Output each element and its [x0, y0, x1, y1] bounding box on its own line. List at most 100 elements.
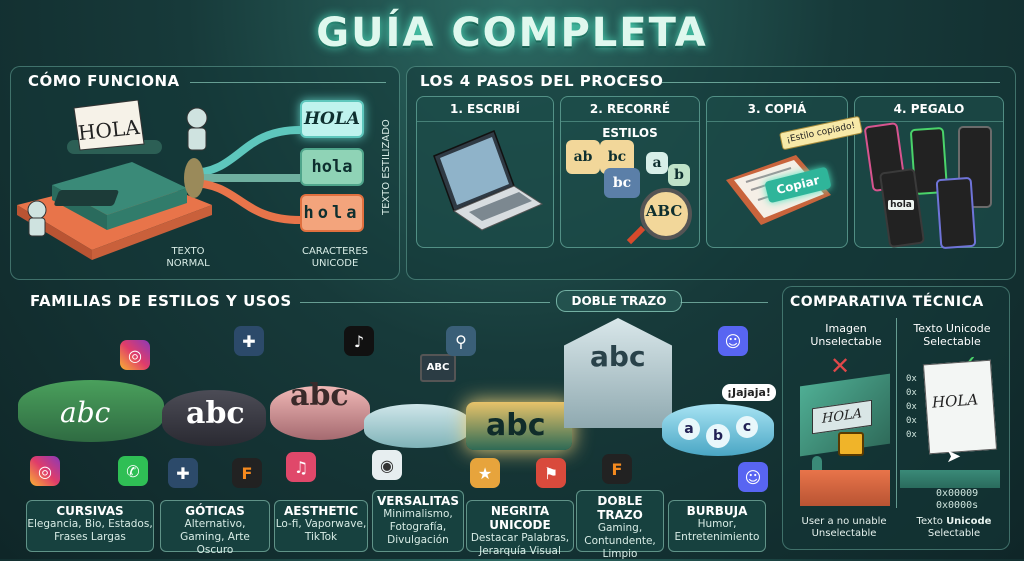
smallcaps-screen: ABC: [420, 354, 456, 382]
island-smallcaps: [364, 404, 470, 448]
family-desc: Elegancia, Bio, Estados, Frases Largas: [27, 518, 153, 543]
family-title: AESTHETIC: [283, 504, 358, 518]
microscope-icon: ⚲: [446, 326, 476, 356]
family-card-smallcaps: VERSALITAS Minimalismo, Fotografía, Divu…: [372, 490, 464, 552]
gamepad-icon-2: ✚: [168, 458, 198, 488]
family-desc: Minimalismo, Fotografía, Divulgación: [383, 508, 453, 546]
family-card-cursive: CURSIVAS Elegancia, Bio, Estados, Frases…: [26, 500, 154, 552]
tiktok-icon: ♪: [344, 326, 374, 356]
caption-part: Selectable: [927, 528, 981, 539]
step-3-label: 3. COPIÁ: [707, 97, 847, 122]
family-card-bubble: BURBUJA Humor, Entretenimiento: [668, 500, 766, 552]
family-desc: Lo-fi, Vaporwave, TikTok: [275, 518, 367, 543]
instagram-icon: ◎: [120, 340, 150, 370]
label-unicode-chars: CARACTERES UNICODE: [301, 246, 369, 269]
sample-aesthetic: abc: [290, 378, 349, 413]
code-value-2: 0x0000s: [936, 500, 979, 511]
caption-part: Texto: [916, 516, 947, 527]
cursor-icon: ➤: [946, 446, 962, 467]
step-4-label: 4. PEGALO: [855, 97, 1003, 122]
bubble-letter-a: a: [678, 418, 700, 440]
magnified-letters: ABC: [645, 202, 683, 220]
document-text: HOLA: [931, 390, 979, 412]
steps-heading: LOS 4 PASOS DEL PROCESO: [420, 72, 664, 90]
island-gothic: [162, 390, 266, 446]
typewriter-illustration: [17, 100, 212, 260]
style-block-1: ab: [566, 140, 600, 174]
compare-right-title: Texto Unicode Selectable: [913, 322, 991, 348]
red-x-icon: ✕: [830, 352, 851, 380]
island-aesthetic: [270, 386, 370, 440]
padlock-icon: [838, 432, 864, 456]
code-item: 0x: [906, 374, 917, 384]
style-block-4: bc: [604, 168, 640, 198]
caption-bold: Unicode: [946, 516, 992, 527]
bubble-letter-b: b: [706, 424, 730, 448]
flag-icon: ⚑: [536, 458, 566, 488]
family-title: DOBLE TRAZO: [597, 494, 643, 522]
pasted-text: hola: [888, 200, 914, 210]
island-double: [564, 318, 672, 428]
left-base: [800, 470, 890, 506]
family-card-aesthetic: AESTHETIC Lo-fi, Vaporwave, TikTok: [274, 500, 368, 552]
style-block-6: b: [668, 164, 690, 186]
discord-icon: ☺: [718, 326, 748, 356]
code-item: 0x: [906, 416, 917, 426]
right-base: [900, 470, 1000, 488]
styled-output-1: HOLA: [300, 100, 364, 138]
sample-cursive: abc: [60, 396, 111, 429]
code-column: 0x 0x 0x 0x 0x: [906, 372, 917, 442]
style-block-5: a: [646, 152, 668, 174]
phone-5: [935, 176, 977, 250]
freefire-icon: F: [232, 458, 262, 488]
code-item: 0x: [906, 402, 917, 412]
family-card-bold: NEGRITA UNICODE Destacar Palabras, Jerar…: [466, 500, 574, 557]
family-desc: Alternativo, Gaming, Arte Oscuro: [180, 518, 250, 556]
family-card-double: DOBLE TRAZO Gaming, Contundente, Limpio: [576, 490, 664, 560]
styled-output-3: hola: [300, 194, 364, 232]
compare-left-caption: User a no unable Unselectable: [801, 516, 887, 539]
families-heading-rule-2: [680, 302, 768, 303]
page-title: GUÍA COMPLETA: [316, 10, 708, 56]
family-desc: Gaming, Contundente, Limpio: [584, 522, 656, 560]
family-desc: Humor, Entretenimiento: [674, 518, 760, 543]
family-title: VERSALITAS: [377, 494, 459, 508]
bubble-letter-c: c: [736, 416, 758, 438]
sample-double: abc: [590, 340, 646, 373]
sample-gothic: abc: [186, 396, 245, 431]
code-value-1: 0x00009: [936, 488, 979, 499]
tablet-icon: [433, 130, 544, 231]
code-item: 0x: [906, 388, 917, 398]
label-styled-text: TEXTO ESTILIZADO: [381, 119, 392, 215]
pipes-graphic: [184, 126, 301, 224]
whatsapp-icon: ✆: [118, 456, 148, 486]
families-heading: FAMILIAS DE ESTILOS Y USOS: [30, 292, 292, 310]
how-it-works-heading: CÓMO FUNCIONA: [28, 72, 180, 90]
family-title: GÓTICAS: [185, 504, 245, 518]
compare-heading: COMPARATIVA TÉCNICA: [790, 294, 984, 310]
label-normal-text: TEXTO NORMAL: [166, 246, 210, 269]
family-title: NEGRITA UNICODE: [489, 504, 551, 532]
island-cursive: [18, 380, 164, 442]
chat-bubble: ¡Jajaja!: [722, 384, 776, 401]
how-heading-rule: [190, 82, 386, 83]
island-bold: [466, 402, 572, 450]
family-title: BURBUJA: [686, 504, 748, 518]
gamepad-icon: ✚: [234, 326, 264, 356]
music-icon: ♫: [286, 452, 316, 482]
family-desc: Destacar Palabras, Jerarquía Visual: [470, 532, 570, 557]
family-card-gothic: GÓTICAS Alternativo, Gaming, Arte Oscuro: [160, 500, 270, 556]
double-strike-banner: DOBLE TRAZO: [556, 290, 682, 312]
sample-bold: abc: [486, 408, 546, 443]
step-1-label: 1. ESCRIBÍ: [417, 97, 553, 122]
step-2-label: 2. RECORRÉ ESTILOS: [561, 97, 699, 140]
steps-heading-rule: [662, 82, 1000, 83]
freefire-icon-2: F: [602, 454, 632, 484]
compare-left-title: Imagen Unselectable: [810, 322, 882, 348]
discord-icon-2: ☺: [738, 462, 768, 492]
magnifier-lens: [640, 188, 692, 240]
star-icon: ★: [470, 458, 500, 488]
instagram-icon-2: ◎: [30, 456, 60, 486]
compare-divider: [896, 318, 897, 508]
